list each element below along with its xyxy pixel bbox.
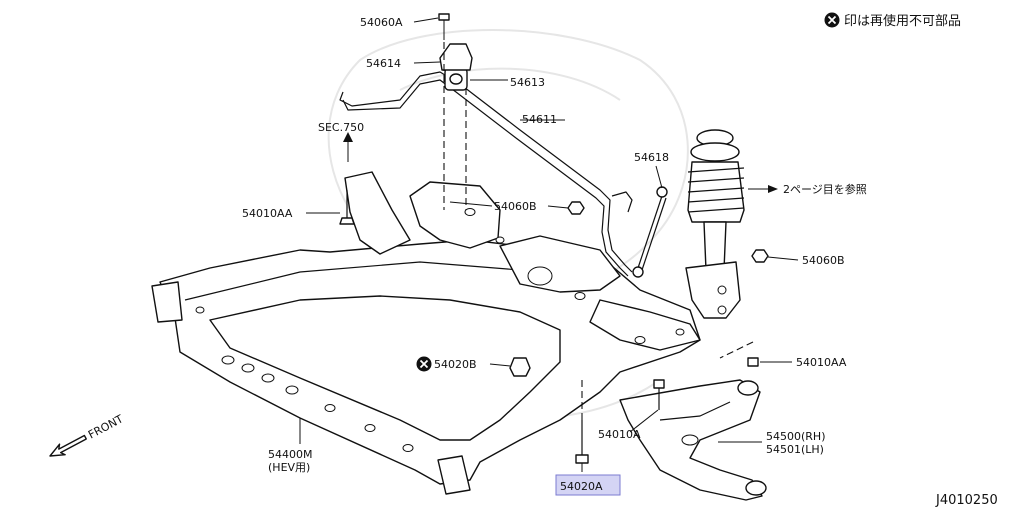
- page2-arrow: [748, 185, 778, 193]
- bolt-54010AA-right: [719, 341, 759, 367]
- nut-54060B-mid: [567, 201, 585, 215]
- stabilizer-bushing: [444, 67, 468, 91]
- bolt-54060A: [438, 13, 467, 210]
- label-54020A-highlight: [555, 474, 621, 496]
- label-54010AA-right[interactable]: 54010AA: [796, 356, 847, 369]
- nut-54060B-right: [751, 249, 769, 263]
- label-54010AA-left[interactable]: 54010AA: [242, 207, 293, 220]
- label-sec-750[interactable]: SEC.750: [318, 121, 364, 134]
- stabilizer-bar: [339, 71, 633, 277]
- front-suspension-member: [151, 171, 701, 495]
- diagram-code: J4010250: [935, 493, 998, 508]
- label-54060B-right[interactable]: 54060B: [802, 254, 845, 267]
- part-labels: 54060A 54614 54613 54611 SEC.750 54618 2…: [242, 16, 867, 496]
- legend: 印は再使用不可部品: [824, 12, 961, 29]
- label-54060B-mid[interactable]: 54060B: [494, 200, 537, 213]
- nut-54020B: [509, 357, 531, 377]
- leader-lines: [299, 17, 799, 472]
- label-54400M-note: (HEV用): [268, 461, 310, 474]
- bolt-54010AA-left: [339, 190, 355, 225]
- section-arrow: [343, 132, 353, 162]
- x-circle-icon: [824, 12, 840, 28]
- strut-assembly: [685, 129, 745, 319]
- label-54501-lh[interactable]: 54501(LH): [766, 443, 824, 456]
- label-page2-reference: 2ページ目を参照: [783, 182, 867, 196]
- label-54618[interactable]: 54618: [634, 151, 669, 164]
- label-54613[interactable]: 54613: [510, 76, 545, 89]
- stabilizer-clamp: [439, 43, 473, 71]
- frame-holes: [195, 208, 685, 452]
- label-54020A[interactable]: 54020A: [560, 480, 603, 493]
- label-54010A[interactable]: 54010A: [598, 428, 641, 441]
- x-circle-icon: [416, 356, 432, 372]
- label-54614[interactable]: 54614: [366, 57, 401, 70]
- front-direction-indicator: FRONT: [49, 412, 126, 457]
- front-label: FRONT: [86, 412, 126, 441]
- stabilizer-link: [632, 186, 668, 278]
- label-54020B[interactable]: 54020B: [434, 358, 477, 371]
- bolt-54010A: [653, 379, 665, 410]
- label-54500-rh[interactable]: 54500(RH): [766, 430, 826, 443]
- label-54611[interactable]: 54611: [522, 113, 557, 126]
- label-54060A[interactable]: 54060A: [360, 16, 403, 29]
- legend-text: 印は再使用不可部品: [844, 13, 961, 29]
- transverse-link: [619, 379, 767, 501]
- bolt-54020A: [575, 380, 589, 464]
- label-54400M[interactable]: 54400M: [268, 448, 312, 461]
